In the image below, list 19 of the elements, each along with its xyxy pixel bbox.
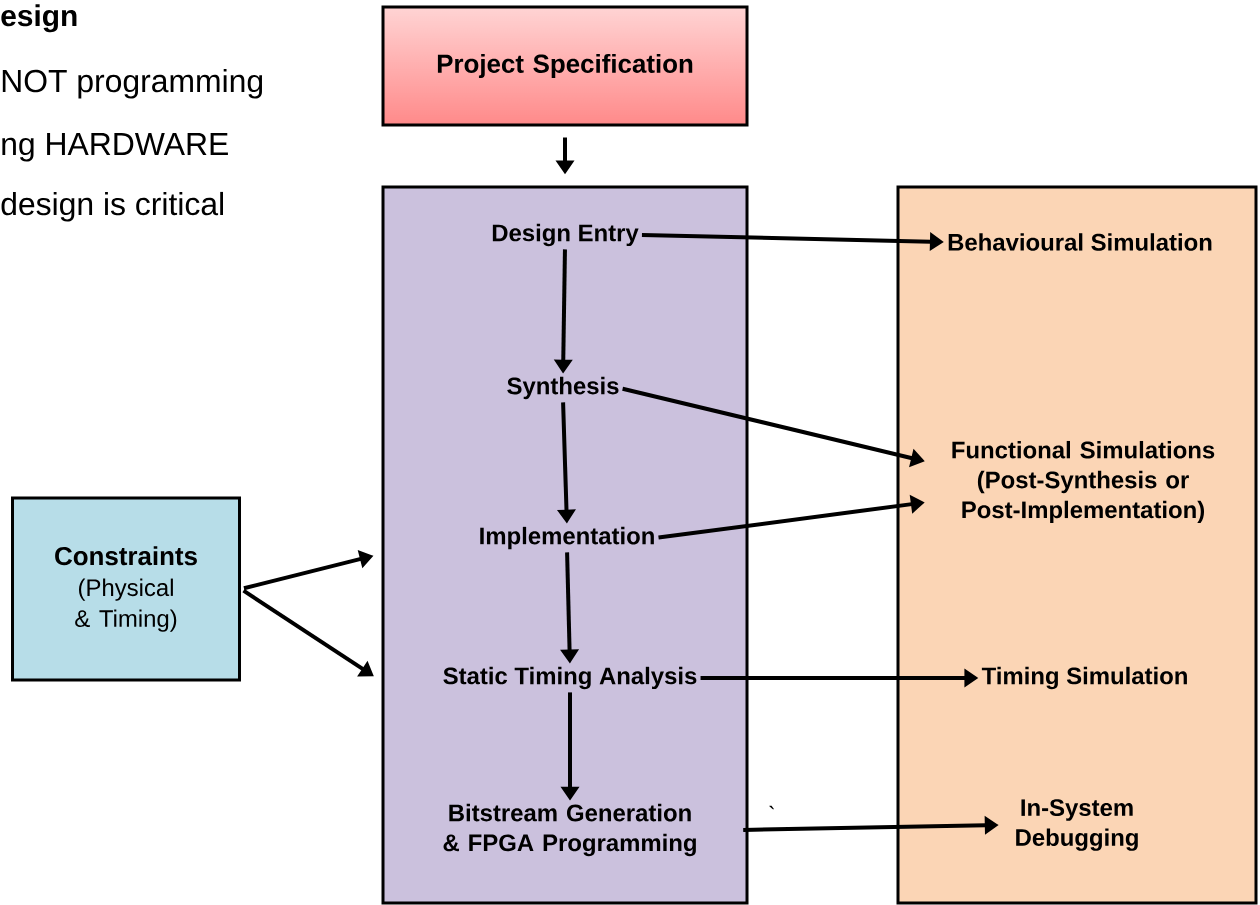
step-label: In-System Debugging <box>1016 799 1138 851</box>
step-label: Behavioural Simulation <box>948 233 1212 251</box>
arrow <box>242 588 374 677</box>
step-label: Static Timing Analysis <box>443 666 697 690</box>
step-label: Synthesis <box>507 376 619 400</box>
accent-mark: ` <box>769 805 774 810</box>
bullet-text: ng HARDWARE <box>2 133 228 162</box>
stage-panel <box>381 185 749 905</box>
constraints-box: Constraints (Physical & Timing) <box>11 496 241 682</box>
step-label: Functional Simulations (Post-Synthesis or Post-Implementation) <box>952 440 1215 524</box>
verification-panel <box>896 185 1258 905</box>
step-label: Bitstream Generation & FPGA Programming <box>443 803 696 857</box>
step-label: Implementation <box>480 526 654 550</box>
step-label: Timing Simulation <box>981 666 1187 690</box>
step-label: Design Entry <box>492 223 639 247</box>
heading-text: esign <box>1 4 77 33</box>
bullet-text: design is critical <box>1 191 224 222</box>
bullet-text: NOT programming <box>2 68 263 99</box>
process-box: Project Specification <box>381 5 749 127</box>
